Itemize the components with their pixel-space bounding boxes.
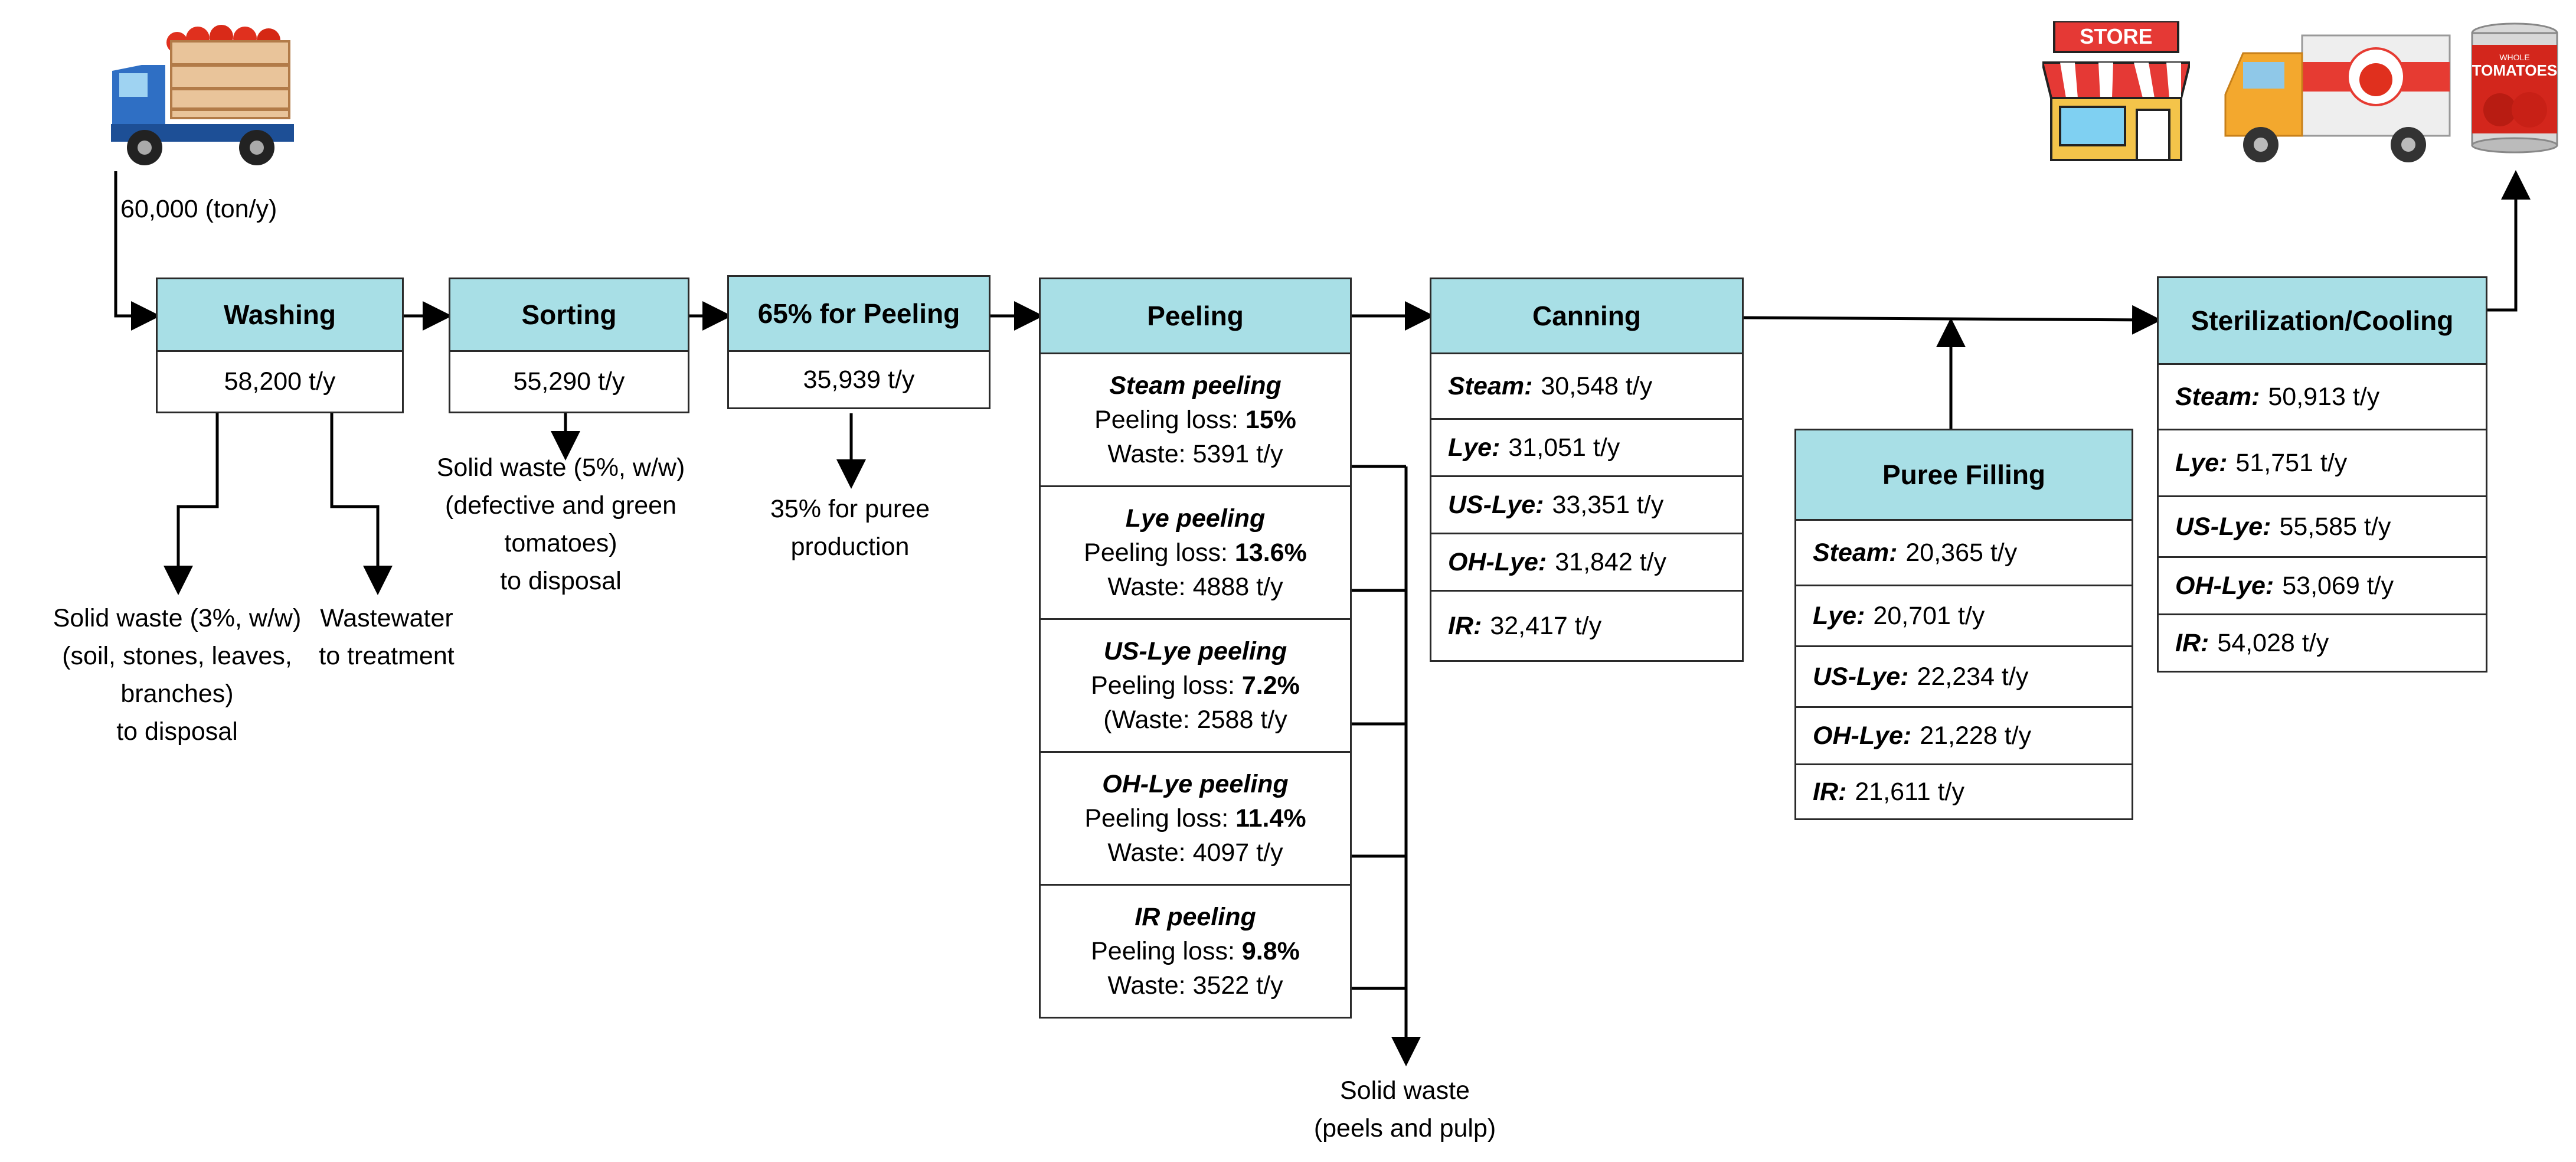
canning-header: Canning	[1430, 278, 1744, 354]
can-sublabel: WHOLE	[2499, 53, 2529, 62]
washing-value: 58,200 t/y	[156, 350, 404, 413]
sterilization-row-us-lye: US-Lye:55,585 t/y	[2157, 495, 2487, 558]
puree-row-steam: Steam:20,365 t/y	[1794, 519, 2133, 586]
input-amount: 60,000 (ton/y)	[120, 195, 277, 223]
puree-row-us-lye: US-Lye:22,234 t/y	[1794, 645, 2133, 708]
peeling-method-ir: IR peeling Peeling loss: 9.8% Waste: 352…	[1039, 884, 1352, 1019]
washing-header: Washing	[156, 278, 404, 352]
tomato-delivery-truck-icon	[111, 25, 294, 165]
sterilization-row-lye: Lye:51,751 t/y	[2157, 429, 2487, 497]
canning-row-us-lye: US-Lye:33,351 t/y	[1430, 475, 1744, 534]
sorting-value: 55,290 t/y	[449, 350, 689, 413]
sterilization-row-ir: IR:54,028 t/y	[2157, 613, 2487, 673]
peel-solid-waste-note: Solid waste(peels and pulp)	[1313, 1076, 1496, 1143]
puree-filling-header: Puree Filling	[1794, 429, 2133, 521]
can-label: TOMATOES	[2472, 61, 2557, 79]
puree-row-lye: Lye:20,701 t/y	[1794, 585, 2133, 647]
peeling-method-lye: Lye peeling Peeling loss: 13.6% Waste: 4…	[1039, 485, 1352, 620]
canning-row-oh-lye: OH-Lye:31,842 t/y	[1430, 533, 1744, 592]
puree-row-oh-lye: OH-Lye:21,228 t/y	[1794, 706, 2133, 765]
store-sign-text: STORE	[2080, 24, 2152, 48]
peeling-method-us-lye: US-Lye peeling Peeling loss: 7.2% (Waste…	[1039, 618, 1352, 753]
delivery-truck-icon	[2224, 34, 2451, 162]
peeling-method-oh-lye: OH-Lye peeling Peeling loss: 11.4% Waste…	[1039, 751, 1352, 886]
sorting-header: Sorting	[449, 278, 689, 352]
puree-row-ir: IR:21,611 t/y	[1794, 763, 2133, 820]
store-icon: STORE	[2042, 21, 2190, 161]
peeling-split-header: 65% for Peeling	[727, 275, 990, 352]
sterilization-header: Sterilization/Cooling	[2157, 276, 2487, 365]
peeling-method-steam: Steam peeling Peeling loss: 15% Waste: 5…	[1039, 352, 1352, 487]
canning-row-lye: Lye:31,051 t/y	[1430, 418, 1744, 477]
peeling-header: Peeling	[1039, 278, 1352, 354]
canning-row-ir: IR:32,417 t/y	[1430, 590, 1744, 662]
sterilization-row-oh-lye: OH-Lye:53,069 t/y	[2157, 556, 2487, 615]
canning-row-steam: Steam:30,548 t/y	[1430, 352, 1744, 420]
tomato-can-icon: WHOLE TOMATOES	[2471, 22, 2558, 154]
sorting-waste-note: Solid waste (5%, w/w)(defective and gree…	[436, 453, 685, 595]
washing-solid-waste-note: Solid waste (3%, w/w)(soil, stones, leav…	[53, 604, 302, 746]
peeling-split-value: 35,939 t/y	[727, 350, 990, 409]
sterilization-row-steam: Steam:50,913 t/y	[2157, 363, 2487, 430]
